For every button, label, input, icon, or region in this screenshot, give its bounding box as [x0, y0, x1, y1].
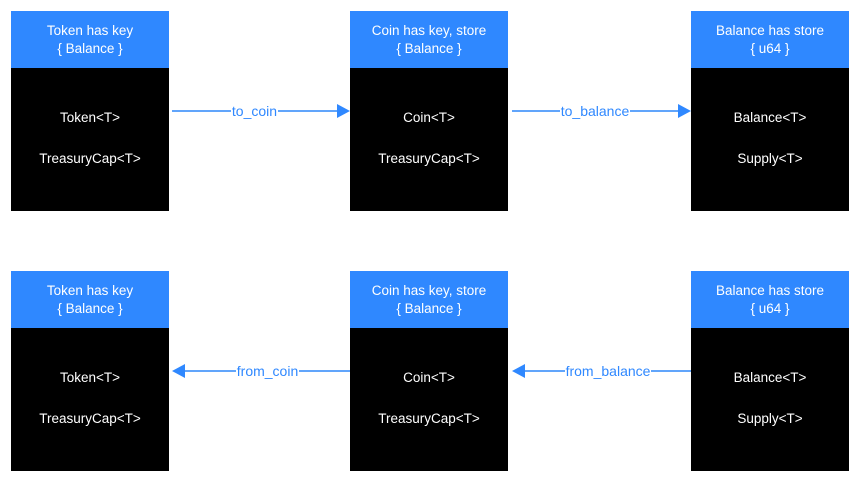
node-body-line-2: Supply<T> [737, 151, 803, 166]
edge-line [512, 110, 560, 112]
node-body: Balance<T> Supply<T> [691, 68, 849, 211]
node-body: Token<T> TreasuryCap<T> [11, 68, 169, 211]
node-header-line-2: { Balance } [57, 40, 123, 56]
node-coin-top[interactable]: Coin has key, store { Balance } Coin<T> … [350, 11, 508, 211]
node-header-line-2: { u64 } [750, 300, 790, 316]
node-body-line-1: Token<T> [59, 110, 121, 125]
edge-from-coin[interactable]: from_coin [172, 361, 350, 381]
node-body: Token<T> TreasuryCap<T> [11, 328, 169, 471]
edge-from-balance[interactable]: from_balance [512, 361, 692, 381]
edge-label-from-balance: from_balance [565, 363, 651, 379]
node-body: Coin<T> TreasuryCap<T> [350, 328, 508, 471]
node-header-line-1: Balance has store [715, 283, 825, 299]
node-header: Token has key { Balance } [11, 271, 169, 328]
arrow-left-icon [172, 364, 185, 378]
node-header-line-1: Token has key [46, 283, 134, 299]
node-header-line-2: { Balance } [57, 300, 123, 316]
edge-label-to-coin: to_coin [231, 103, 278, 119]
node-header-line-2: { Balance } [396, 300, 462, 316]
edge-line [525, 370, 565, 372]
node-body-line-1: Token<T> [59, 370, 121, 385]
node-body-line-2: TreasuryCap<T> [39, 411, 141, 426]
node-header: Coin has key, store { Balance } [350, 11, 508, 68]
arrow-left-icon [512, 364, 525, 378]
node-header: Coin has key, store { Balance } [350, 271, 508, 328]
node-header: Balance has store { u64 } [691, 271, 849, 328]
node-body: Balance<T> Supply<T> [691, 328, 849, 471]
edge-to-coin[interactable]: to_coin [172, 101, 350, 121]
node-body-line-2: Supply<T> [737, 411, 803, 426]
edge-label-to-balance: to_balance [560, 103, 630, 119]
node-header: Balance has store { u64 } [691, 11, 849, 68]
node-body-line-2: TreasuryCap<T> [39, 151, 141, 166]
edge-label-from-coin: from_coin [236, 363, 299, 379]
edge-line [278, 110, 337, 112]
node-body-line-1: Coin<T> [403, 370, 455, 385]
node-header-line-2: { u64 } [750, 40, 790, 56]
node-body: Coin<T> TreasuryCap<T> [350, 68, 508, 211]
node-balance-top[interactable]: Balance has store { u64 } Balance<T> Sup… [691, 11, 849, 211]
node-body-line-1: Coin<T> [403, 110, 455, 125]
edge-line [299, 370, 350, 372]
node-token-top[interactable]: Token has key { Balance } Token<T> Treas… [11, 11, 169, 211]
arrow-right-icon [337, 104, 350, 118]
node-body-line-2: TreasuryCap<T> [378, 411, 480, 426]
node-body-line-1: Balance<T> [733, 110, 807, 125]
edge-line [651, 370, 692, 372]
node-body-line-2: TreasuryCap<T> [378, 151, 480, 166]
node-body-line-1: Balance<T> [733, 370, 807, 385]
node-header-line-1: Coin has key, store [371, 23, 487, 39]
node-balance-bottom[interactable]: Balance has store { u64 } Balance<T> Sup… [691, 271, 849, 471]
node-coin-bottom[interactable]: Coin has key, store { Balance } Coin<T> … [350, 271, 508, 471]
edge-line [172, 110, 231, 112]
edge-to-balance[interactable]: to_balance [512, 101, 692, 121]
node-token-bottom[interactable]: Token has key { Balance } Token<T> Treas… [11, 271, 169, 471]
node-header-line-2: { Balance } [396, 40, 462, 56]
node-header-line-1: Coin has key, store [371, 283, 487, 299]
node-header: Token has key { Balance } [11, 11, 169, 68]
node-header-line-1: Token has key [46, 23, 134, 39]
arrow-right-icon [678, 104, 692, 118]
edge-line [185, 370, 236, 372]
node-header-line-1: Balance has store [715, 23, 825, 39]
edge-line [630, 110, 679, 112]
